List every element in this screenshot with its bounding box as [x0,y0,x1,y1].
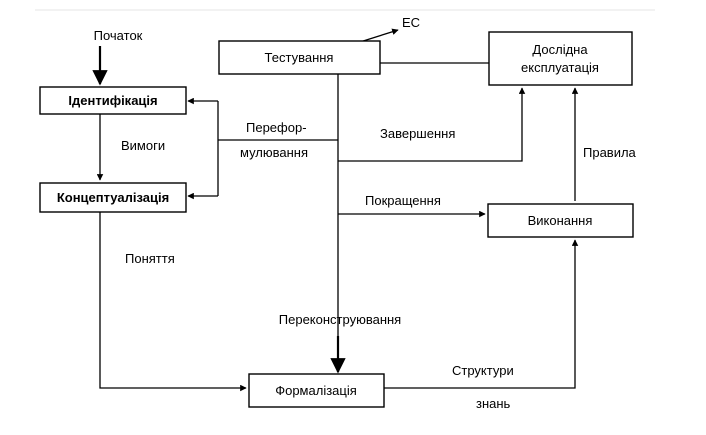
node-execution-label: Виконання [528,213,593,228]
node-testing: Тестування [218,40,381,75]
node-experimental-operation-line1: Дослідна [532,42,588,57]
node-experimental-operation: Дослідна експлуатація [488,31,633,86]
node-conceptualization-label: Концептуалізація [57,190,169,205]
node-experimental-operation-line2: експлуатація [521,60,599,75]
arrow-conceptualization-to-formalization [99,212,247,392]
edge-requirements-label: Вимоги [121,138,165,153]
node-identification-label: Ідентифікація [68,93,157,108]
edge-completion-label: Завершення [380,126,455,141]
arrow-completion-to-experimental-operation [338,87,526,162]
edge-concepts-label: Поняття [125,251,175,266]
edge-knowledge-structures-line2: знань [476,396,511,411]
edge-knowledge-structures-line1: Структури [452,363,514,378]
node-conceptualization: Концептуалізація [39,182,187,213]
node-start-label: Початок [94,28,143,43]
node-identification: Ідентифікація [39,86,187,115]
arrow-testing-to-es [359,28,399,43]
edge-improvement-label: Покращення [365,193,441,208]
node-formalization: Формалізація [248,373,385,408]
node-es-label: ЕС [402,15,420,30]
edge-reformulation-line1: Перефор- [246,120,307,135]
arrow-formalization-to-execution [384,239,579,389]
node-formalization-label: Формалізація [275,383,357,398]
node-execution: Виконання [487,203,634,238]
edge-reconstruction-label: Переконструювання [279,312,401,327]
edge-reformulation-line2: мулювання [240,145,308,160]
edge-rules-label: Правила [583,145,637,160]
node-testing-label: Тестування [265,50,334,65]
